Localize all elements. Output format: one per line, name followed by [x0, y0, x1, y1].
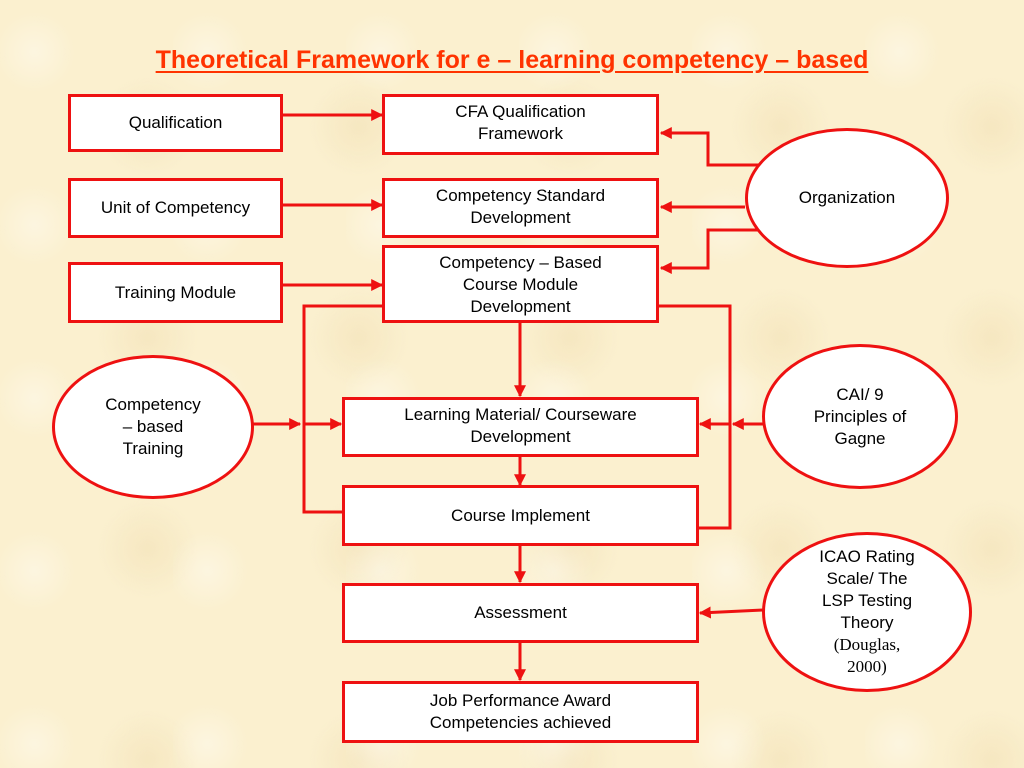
competency-training-ellipse: Competency – based Training: [52, 355, 254, 499]
course-implement-box: Course Implement: [342, 485, 699, 546]
arrow-icao-to-assessment: [698, 606, 765, 619]
assessment-box: Assessment: [342, 583, 699, 643]
left-feedback-loop: [302, 304, 382, 514]
organization-ellipse: Organization: [745, 128, 949, 268]
competency-standard-box: Competency Standard Development: [382, 178, 659, 238]
icao-text: ICAO Rating Scale/ The LSP Testing Theor…: [819, 547, 915, 632]
qualification-box: Qualification: [68, 94, 283, 152]
icao-ellipse: ICAO Rating Scale/ The LSP Testing Theor…: [762, 532, 972, 692]
unit-of-competency-box: Unit of Competency: [68, 178, 283, 238]
learning-material-box: Learning Material/ Courseware Developmen…: [342, 397, 699, 457]
job-performance-box: Job Performance Award Competencies achie…: [342, 681, 699, 743]
right-feedback-loop: [659, 304, 732, 530]
icao-citation: (Douglas, 2000): [833, 635, 901, 676]
cai-gagne-ellipse: CAI/ 9 Principles of Gagne: [762, 344, 958, 489]
arrow-org-to-module: [659, 228, 760, 274]
cfa-framework-box: CFA Qualification Framework: [382, 94, 659, 155]
training-module-box: Training Module: [68, 262, 283, 323]
diagram-title: Theoretical Framework for e – learning c…: [155, 46, 869, 74]
course-module-box: Competency – Based Course Module Develop…: [382, 245, 659, 323]
arrow-org-to-cfa: [659, 127, 760, 167]
